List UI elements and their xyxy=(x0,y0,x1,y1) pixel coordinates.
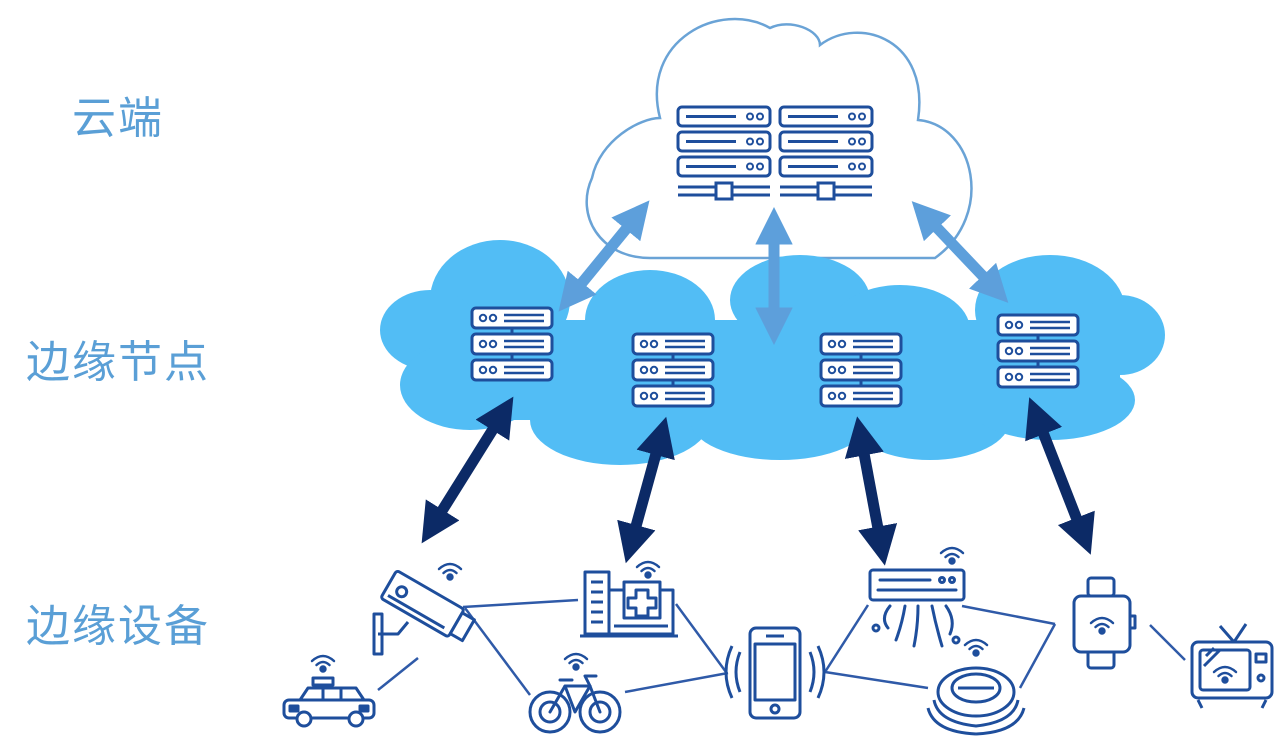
cctv-camera-icon xyxy=(372,562,476,656)
cloud-edge-arrows xyxy=(558,200,1009,345)
tier-label-cloud: 云端 xyxy=(72,93,164,144)
hospital-icon xyxy=(580,560,678,638)
edge-device-arrow xyxy=(844,416,898,566)
edge-device-arrow xyxy=(1025,397,1095,555)
tier-label-edge-nodes: 边缘节点 xyxy=(26,337,210,388)
server-stack-icon xyxy=(821,334,901,406)
smartwatch-icon xyxy=(1072,576,1137,670)
smartphone-icon xyxy=(724,626,826,720)
robot-vacuum-icon xyxy=(926,638,1026,736)
device-network xyxy=(377,598,1186,696)
air-conditioner-icon xyxy=(868,546,966,648)
server-stack-icon xyxy=(998,315,1078,387)
tier-label-edge-devices: 边缘设备 xyxy=(26,601,210,652)
server-stack-icon xyxy=(633,334,713,406)
smart-tv-icon xyxy=(1190,623,1274,709)
edge-device-arrow xyxy=(421,396,514,544)
cloud-edge-arrow xyxy=(911,201,1009,303)
cloud-edge-arrow xyxy=(558,200,650,312)
server-stack-icon xyxy=(472,308,552,380)
taxi-icon xyxy=(282,654,376,728)
edge-device-arrows xyxy=(421,396,1095,566)
edge-device-arrow xyxy=(617,416,675,564)
bicycle-icon xyxy=(528,652,622,734)
